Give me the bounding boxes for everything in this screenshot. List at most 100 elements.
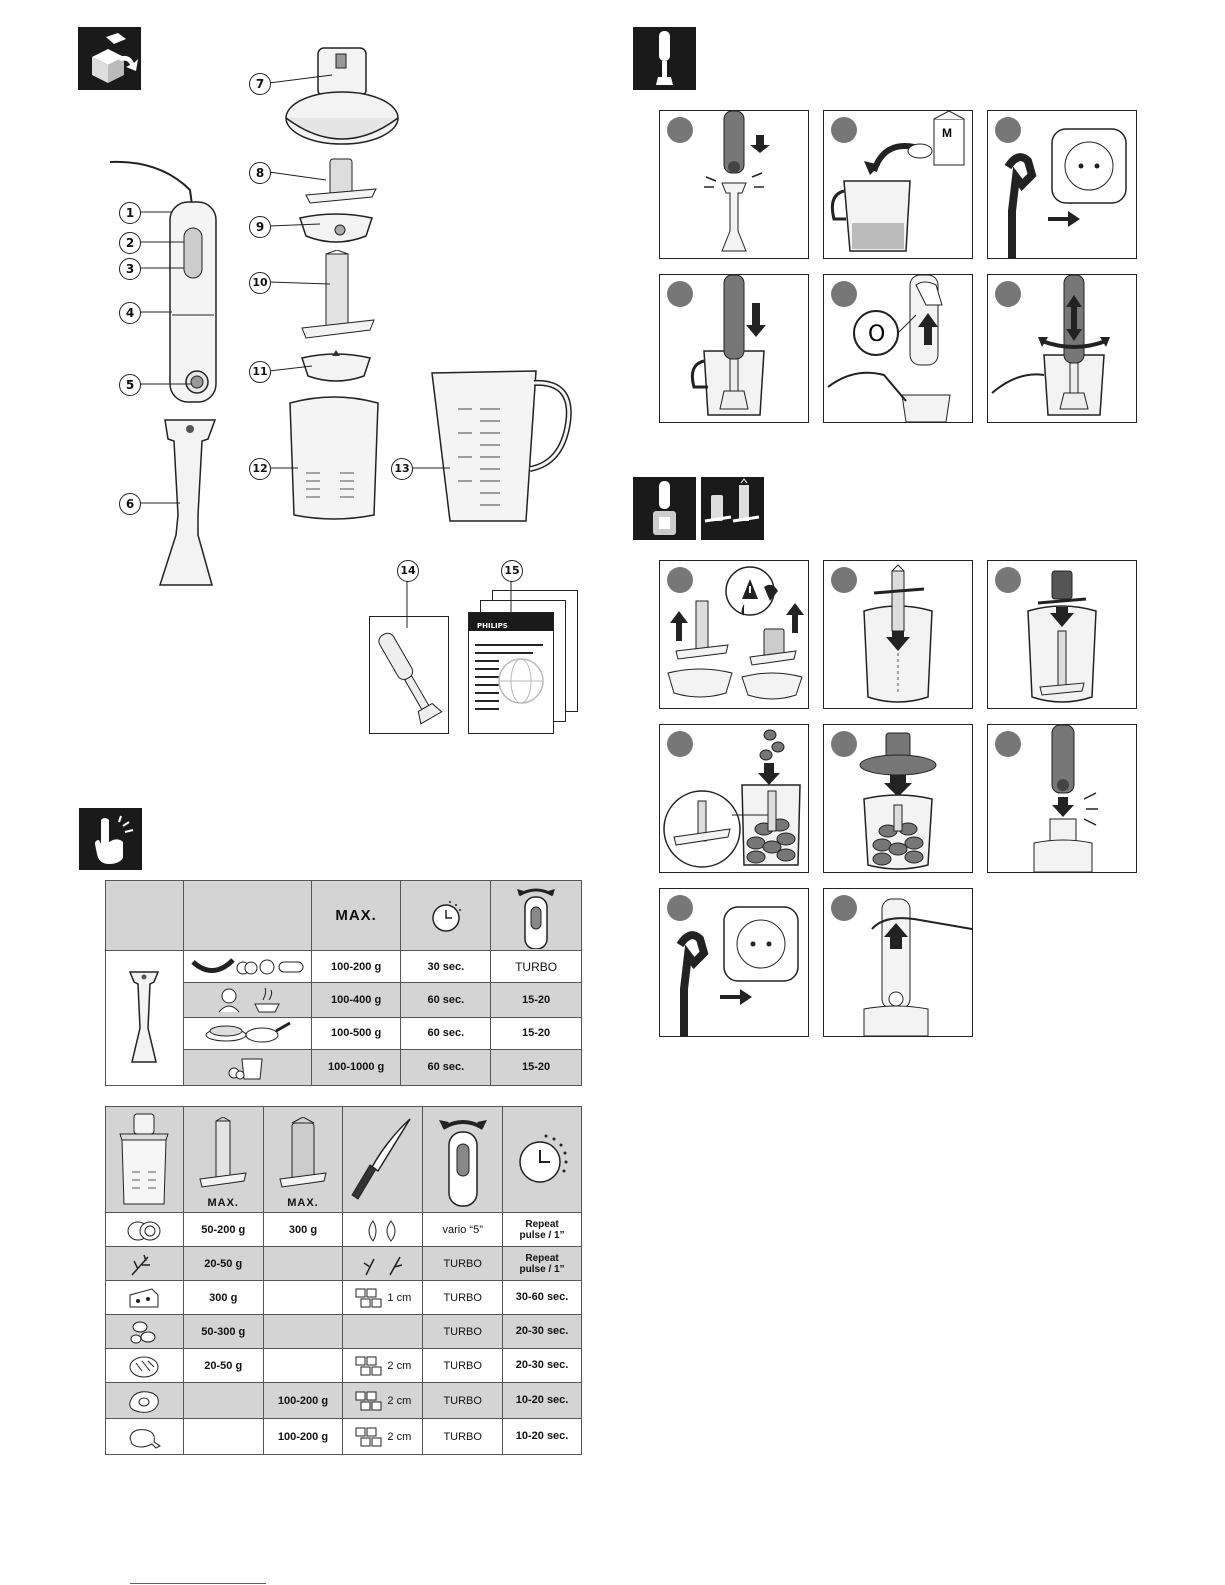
fruit-icon <box>191 958 304 975</box>
onion-icon <box>127 1221 161 1240</box>
cubes-icon-2 <box>355 1356 382 1375</box>
chopper-row6-speed: TURBO <box>422 1382 504 1419</box>
blender-row4-max: 100-1000 g <box>310 1048 402 1087</box>
tips-section-icon <box>79 808 142 870</box>
blender-row2-max: 100-400 g <box>310 982 402 1018</box>
small-blade-illustration <box>300 157 380 212</box>
chopper-step-3 <box>987 560 1137 709</box>
chopper-base-illustration <box>296 210 376 248</box>
callout-10: 10 <box>249 272 271 294</box>
blender-row4-time: 60 sec. <box>400 1048 492 1087</box>
milkshake-icon <box>228 1058 263 1080</box>
chopper-step-6 <box>987 724 1137 873</box>
timer-icon <box>432 900 461 932</box>
small-blade-icon <box>279 1117 327 1188</box>
callout-13: 13 <box>391 458 413 480</box>
chopper-row3-b <box>262 1280 344 1315</box>
chopper-row6-cut: 2 cm <box>387 1394 412 1407</box>
user-manual-illustration: PHILIPS <box>468 590 578 735</box>
blender-step-1 <box>659 110 809 259</box>
chopper-row4-a: 50-300 g <box>182 1314 264 1349</box>
blender-usage-table: MAX. <box>105 879 582 1087</box>
on-off-symbol: O <box>868 322 885 347</box>
chopper-step-7 <box>659 888 809 1037</box>
blender-row2-speed: 15-20 <box>490 982 582 1018</box>
step-number-badge <box>831 281 857 307</box>
step-number-badge <box>831 117 857 143</box>
chopper-row3-speed: TURBO <box>422 1280 504 1315</box>
blender-row1-max: 100-200 g <box>310 950 402 984</box>
step-number-badge <box>831 895 857 921</box>
blender-row4-speed: 15-20 <box>490 1048 582 1087</box>
chopper-row5-time: 20-30 sec. <box>502 1348 582 1383</box>
chopper-step-2 <box>823 560 973 709</box>
chopper-row1-speed: vario “5” <box>422 1212 504 1247</box>
speed-control-icon <box>517 888 556 949</box>
pancake-batter-icon <box>205 1021 291 1043</box>
chopper-row1-time1: Repeat <box>525 1218 559 1230</box>
max-quantity-label: MAX. <box>335 907 377 925</box>
quick-start-guide-illustration <box>369 616 449 734</box>
chopper-row1-time2: pulse / 1” <box>519 1229 565 1241</box>
blender-shaft-illustration <box>150 415 230 595</box>
beaker-illustration <box>428 363 576 525</box>
chopper-row2-b <box>262 1246 344 1281</box>
timer-icon-2 <box>519 1134 568 1183</box>
header-accessory-cell <box>105 879 184 952</box>
callout-6: 6 <box>119 493 141 515</box>
callout-1: 1 <box>119 202 141 224</box>
chopper-row6-a <box>182 1382 264 1419</box>
chopper-row2-speed: TURBO <box>422 1246 504 1281</box>
unpack-section-icon <box>78 27 141 90</box>
step-number-badge <box>667 117 693 143</box>
chopper-row4-speed: TURBO <box>422 1314 504 1349</box>
meat-icon <box>129 1390 160 1413</box>
knife-icon <box>351 1117 411 1200</box>
max-label-small-blade: MAX. <box>287 1197 319 1209</box>
blender-row1-speed: TURBO <box>490 950 582 984</box>
blender-shaft-icon <box>129 971 160 1063</box>
step-number-badge <box>667 281 693 307</box>
max-label-large-blade: MAX. <box>207 1197 239 1209</box>
callout-4: 4 <box>119 302 141 324</box>
blender-step-2: M <box>823 110 973 259</box>
chopper-step-5 <box>823 724 973 873</box>
chopper-step-8 <box>823 888 973 1037</box>
chopper-row5-b <box>262 1348 344 1383</box>
herb-sprigs-icon <box>363 1256 402 1275</box>
step-number-badge <box>995 567 1021 593</box>
chopper-row7-a <box>182 1418 264 1455</box>
baby-food-soup-icon <box>218 987 281 1013</box>
callout-7: 7 <box>249 73 271 95</box>
chopper-row6-b: 100-200 g <box>262 1382 344 1419</box>
blender-step-5: O <box>823 274 973 423</box>
chopper-step-4 <box>659 724 809 873</box>
carton-letter: M <box>942 126 952 140</box>
blender-step-3 <box>987 110 1137 259</box>
chopper-row3-time: 30-60 sec. <box>502 1280 582 1315</box>
callout-3: 3 <box>119 258 141 280</box>
chopper-row4-cut <box>342 1314 424 1349</box>
callout-8: 8 <box>249 162 271 184</box>
chopper-row1-a: 50-200 g <box>182 1212 264 1247</box>
blender-row3-time: 60 sec. <box>400 1016 492 1050</box>
header-ingredient-cell <box>182 879 312 952</box>
callout-leaders <box>139 74 512 628</box>
step-number-badge <box>831 731 857 757</box>
callout-12: 12 <box>249 458 271 480</box>
footer-link-underline <box>130 1583 266 1584</box>
step-number-badge <box>831 567 857 593</box>
chopper-row2-a: 20-50 g <box>182 1246 264 1281</box>
herbs-icon <box>131 1254 151 1275</box>
callout-14: 14 <box>397 560 419 582</box>
chicken-icon <box>129 1428 162 1449</box>
blender-row3-speed: 15-20 <box>490 1016 582 1050</box>
blender-row2-time: 60 sec. <box>400 982 492 1018</box>
blade-base-illustration <box>298 350 374 386</box>
chopper-row5-a: 20-50 g <box>182 1348 264 1383</box>
chopper-row4-time: 20-30 sec. <box>502 1314 582 1349</box>
chopper-row6-time: 10-20 sec. <box>502 1382 582 1419</box>
callout-11: 11 <box>249 361 271 383</box>
chopper-row5-speed: TURBO <box>422 1348 504 1383</box>
speed-control-icon-2 <box>438 1119 487 1207</box>
